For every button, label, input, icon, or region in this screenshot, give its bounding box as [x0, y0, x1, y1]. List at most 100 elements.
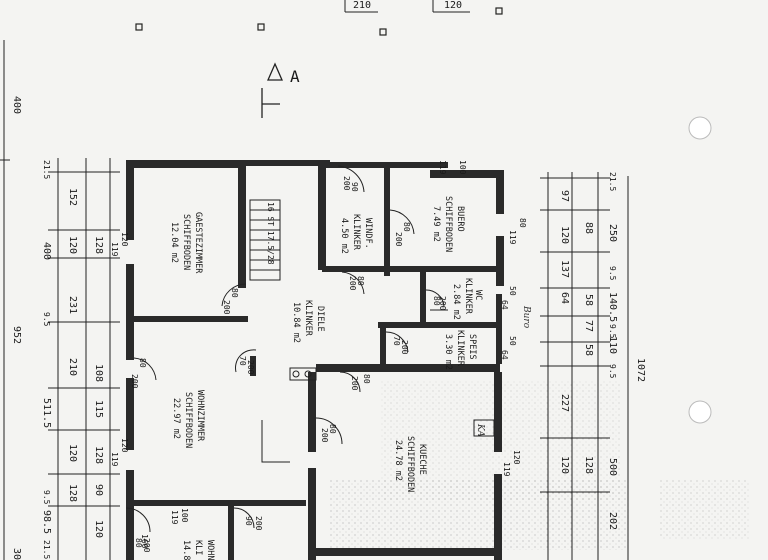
- door-height: 200: [394, 232, 403, 247]
- handwritten-note: KA: [475, 423, 485, 437]
- svg-text:KLINKER: KLINKER: [455, 330, 465, 367]
- dim: 511.5: [41, 398, 52, 428]
- svg-text:2.84 m2: 2.84 m2: [451, 284, 461, 320]
- dim: 9.5: [608, 364, 617, 379]
- svg-text:SCHIFFBODEN: SCHIFFBODEN: [443, 196, 453, 252]
- svg-text:24.78 m2: 24.78 m2: [393, 440, 403, 481]
- opening-width: 120: [512, 450, 521, 465]
- svg-text:SCHIFFBODEN: SCHIFFBODEN: [181, 214, 191, 270]
- dim: 77: [583, 320, 594, 332]
- door-width: 80: [138, 358, 147, 368]
- dim: 58: [583, 344, 594, 356]
- dim: 110: [607, 336, 618, 354]
- door-height: 200: [438, 296, 447, 311]
- opening-width: 160: [140, 534, 149, 549]
- dim: 137: [559, 260, 570, 278]
- opening-width: 120: [120, 232, 129, 247]
- kitchen-fixtures: [261, 309, 495, 463]
- scan-noise-2: [330, 480, 630, 550]
- door-width: 70: [392, 336, 401, 346]
- dim: 128: [583, 456, 594, 474]
- door-labels: 90 200 80 200 80 200 80 200 80 200 70 20…: [130, 176, 447, 553]
- dim: 120: [559, 226, 570, 244]
- room-kueche: KUECHE SCHIFFBODEN 24.78 m2: [393, 436, 427, 492]
- dim: 115: [93, 400, 104, 418]
- dim: 21.5: [42, 540, 51, 559]
- svg-text:DIELE: DIELE: [315, 306, 325, 332]
- room-speis: SPEIS KLINKER 3.30 m2: [443, 330, 477, 370]
- staircase: [249, 199, 281, 281]
- door-width: 80: [402, 222, 411, 232]
- dim: 231: [67, 296, 78, 314]
- stair-label: 16 ST 17.5/28: [266, 202, 275, 265]
- walls: [126, 160, 504, 560]
- dim: 500: [607, 458, 618, 476]
- door-width: 80: [134, 538, 143, 548]
- door-width: 80: [432, 296, 441, 306]
- svg-text:WINDF.: WINDF.: [363, 218, 373, 249]
- opening-height: 119: [170, 510, 179, 525]
- handwritten-note: Buro: [521, 305, 531, 329]
- dim: 90: [93, 484, 104, 496]
- svg-text:KLINKER: KLINKER: [463, 278, 473, 315]
- dim: 9.5: [42, 490, 51, 505]
- door-width: 90: [350, 182, 359, 192]
- room-diele: DIELE KLINKER 10.84 m2: [291, 300, 325, 343]
- svg-text:KLI: KLI: [193, 540, 203, 555]
- door-width: 80: [362, 374, 371, 384]
- opening-width: 100: [458, 160, 467, 175]
- door-height: 200: [348, 276, 357, 291]
- door-height: 200: [350, 376, 359, 391]
- opening-height: 119: [508, 230, 517, 245]
- svg-text:12.04 m2: 12.04 m2: [169, 222, 179, 263]
- room-buero: BUERO SCHIFFBODEN 7.49 m2: [431, 196, 465, 252]
- room-gaestezimmer: GAESTEZIMMER SCHIFFBODEN 12.04 m2: [169, 212, 203, 274]
- room-wc: WC KLINKER 2.84 m2: [451, 278, 483, 320]
- opening-height: 119: [110, 452, 119, 467]
- door-height: 200: [400, 340, 409, 355]
- svg-text:10.84 m2: 10.84 m2: [291, 302, 301, 343]
- top-dim: 210: [353, 0, 371, 11]
- opening-height: 119: [502, 462, 511, 477]
- punch-hole: [688, 400, 712, 424]
- door-height: 200: [222, 300, 231, 315]
- room-windfang: WINDF. KLINKER 4.50 m2: [339, 214, 373, 254]
- room-wohn-partial: WOHN KLI 14.8: [181, 540, 215, 560]
- door-width: 90: [244, 516, 253, 526]
- svg-text:14.8: 14.8: [181, 540, 191, 560]
- dim: 210: [67, 358, 78, 376]
- dim: 58: [583, 294, 594, 306]
- dim: 128: [93, 236, 104, 254]
- dim: 120: [559, 456, 570, 474]
- dim: 152: [67, 188, 78, 206]
- left-outer-dim: 30: [11, 548, 22, 560]
- svg-text:3.30 m2: 3.30 m2: [443, 334, 453, 370]
- opening-height: 64: [500, 350, 509, 360]
- svg-text:KLINKER: KLINKER: [303, 300, 313, 337]
- svg-text:BUERO: BUERO: [455, 206, 465, 232]
- svg-text:22.97 m2: 22.97 m2: [171, 398, 181, 439]
- svg-text:SCHIFFBODEN: SCHIFFBODEN: [405, 436, 415, 492]
- room-wohnzimmer: WOHNZIMMER SCHIFFBODEN 22.97 m2: [171, 390, 205, 448]
- dim: 9.5: [608, 266, 617, 281]
- svg-text:7.49 m2: 7.49 m2: [431, 206, 441, 242]
- svg-text:SPEIS: SPEIS: [467, 334, 477, 360]
- dim: 202: [607, 512, 618, 530]
- dim: 98.5: [41, 510, 52, 534]
- dim: 128: [93, 446, 104, 464]
- opening-width: 50: [508, 286, 517, 296]
- dim: 227: [559, 394, 570, 412]
- dim: 21.5: [42, 160, 51, 179]
- dim: 120: [93, 520, 104, 538]
- opening-height: 119: [110, 242, 119, 257]
- svg-text:WOHN: WOHN: [205, 540, 215, 560]
- dim: 21.5: [608, 172, 617, 191]
- left-outer-dim: 400: [11, 96, 22, 114]
- opening-height: 64: [500, 300, 509, 310]
- door-height: 200: [320, 428, 329, 443]
- left-outer-dim: 952: [11, 326, 22, 344]
- dim: 88: [583, 222, 594, 234]
- opening-labels: 100 119 80 119 120 119 120 119 50 64 50 …: [110, 160, 527, 549]
- dim: 250: [607, 224, 618, 242]
